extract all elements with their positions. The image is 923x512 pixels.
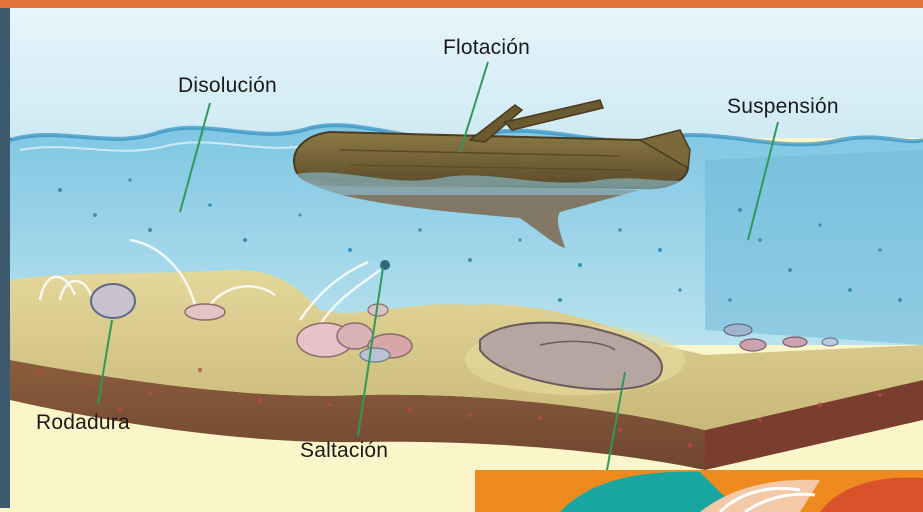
label-rodadura: Rodadura xyxy=(36,411,130,435)
label-saltacion: Saltación xyxy=(300,439,388,463)
label-disolucion: Disolución xyxy=(178,74,277,98)
label-flotacion: Flotación xyxy=(443,36,530,60)
water-side-face xyxy=(705,150,923,345)
decorative-banner xyxy=(475,470,923,512)
label-suspension: Suspensión xyxy=(727,95,839,119)
top-border-strip xyxy=(0,0,923,8)
